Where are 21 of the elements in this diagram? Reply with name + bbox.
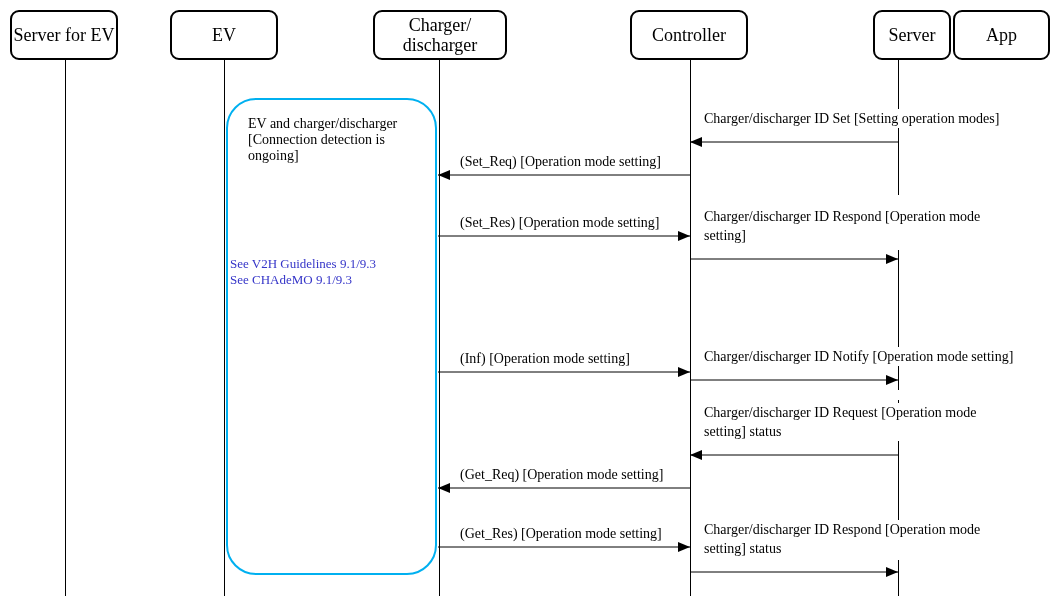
reference-note: See CHAdeMO 9.1/9.3: [230, 272, 354, 288]
message-arrow: [689, 137, 899, 147]
lifeline-header: EV: [170, 10, 278, 60]
message-arrow: [689, 450, 899, 460]
lifeline-header: Server for EV: [10, 10, 118, 60]
message-arrow: [437, 367, 691, 377]
reference-note: See V2H Guidelines 9.1/9.3: [230, 256, 377, 272]
lifeline-header: Server: [873, 10, 951, 60]
lifeline-header: App: [953, 10, 1050, 60]
message-label: Charger/discharger ID Notify [Operation mode setting]: [704, 347, 1014, 366]
message-arrow: [689, 375, 899, 385]
message-arrow: [437, 170, 691, 180]
message-arrow: [437, 231, 691, 241]
message-arrow: [689, 254, 899, 264]
message-arrow: [689, 567, 899, 577]
lifeline-header: Controller: [630, 10, 748, 60]
message-arrow: [437, 483, 691, 493]
frame-text: EV and charger/discharger [Connection detection is ongoing]: [248, 116, 399, 164]
lifeline-header: Charger/ discharger: [373, 10, 507, 60]
message-arrow: [437, 542, 691, 552]
rounded-frame: [226, 98, 437, 575]
